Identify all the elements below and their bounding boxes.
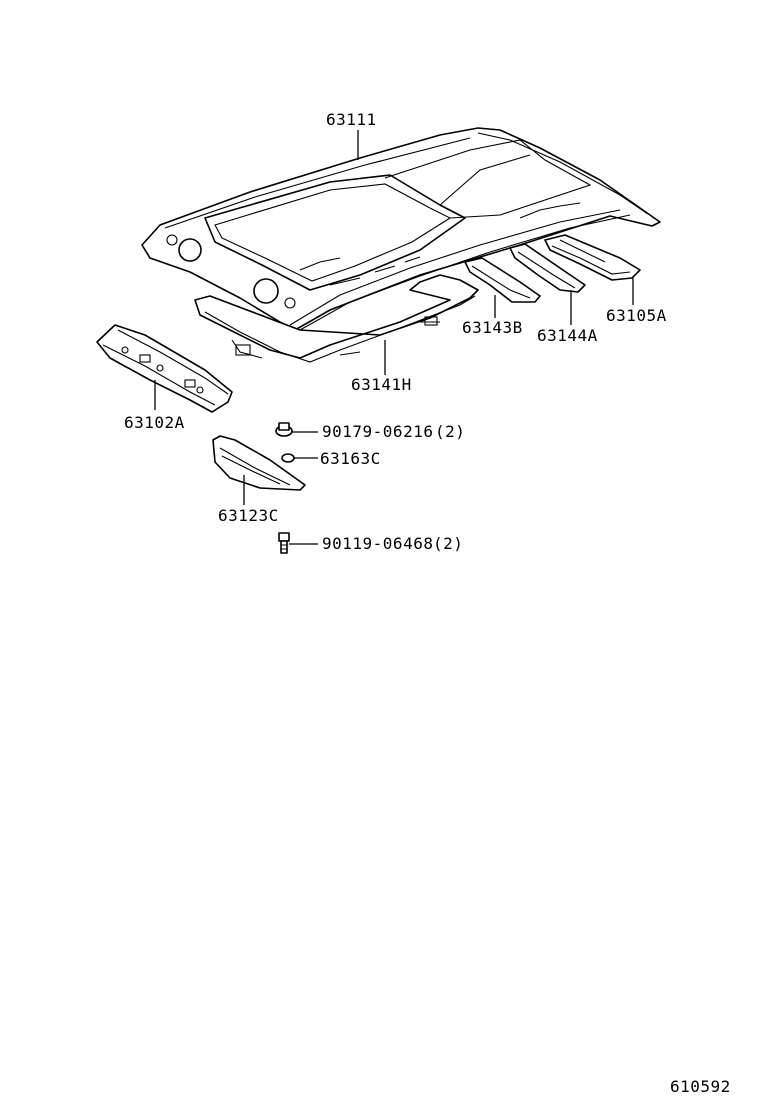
front-header-panel-drawing — [96, 324, 233, 413]
label-bracket: 63123C — [218, 506, 279, 525]
clip-drawing — [281, 453, 295, 463]
label-nut: 90179-06216 — [322, 422, 433, 441]
label-roof-panel: 63111 — [326, 110, 377, 129]
roof-bow-2-drawing — [509, 243, 586, 293]
label-clip: 63163C — [320, 449, 381, 468]
roof-bow-1-drawing — [464, 257, 541, 303]
roof-panel-drawing — [141, 127, 661, 331]
diagram-code: 610592 — [670, 1077, 731, 1096]
label-front-header-panel: 63102A — [124, 413, 185, 432]
label-roof-bow-2: 63144A — [537, 326, 598, 345]
roof-rail-side-rear-drawing — [544, 234, 641, 281]
label-roof-bow-1: 63143B — [462, 318, 523, 337]
sunroof-reinforcement-drawing — [194, 274, 479, 363]
label-roof-rail-side-rear: 63105A — [606, 306, 667, 325]
bolt-drawing — [278, 532, 290, 554]
leader-lines — [154, 130, 634, 545]
bracket-drawing — [212, 435, 306, 491]
label-nut-qty: (2) — [435, 422, 465, 441]
nut-drawing — [275, 422, 293, 437]
label-bolt: 90119-06468 — [322, 534, 433, 553]
label-sunroof-reinforcement: 63141H — [351, 375, 412, 394]
label-bolt-qty: (2) — [433, 534, 463, 553]
